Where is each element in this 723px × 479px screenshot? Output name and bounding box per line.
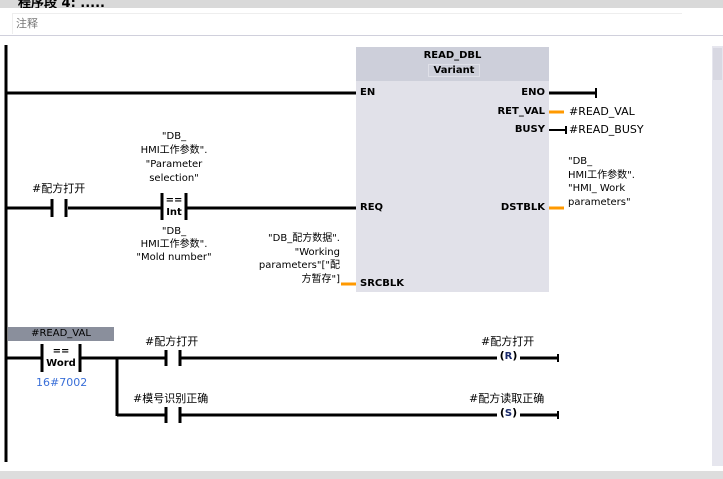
operand-line: "Parameter: [145, 159, 203, 170]
contact-mold-ok-label[interactable]: #模号识别正确: [133, 392, 209, 405]
compare-int-in1[interactable]: "DB_ HMI工作参数". "Parameter selection": [124, 130, 224, 186]
operand-line: "Mold number": [136, 252, 212, 263]
compare-int[interactable]: ==Int: [163, 195, 185, 219]
operand-line: HMI工作参数".: [568, 169, 635, 181]
pin-eno: ENO: [521, 87, 545, 98]
operand-line: parameters"["配: [258, 260, 340, 271]
coil-reset-label[interactable]: #配方打开: [481, 335, 535, 348]
contact-recipe-open-label[interactable]: #配方打开: [145, 335, 199, 348]
operand-line: "DB_配方数据".: [268, 233, 340, 244]
compare-word-in2[interactable]: 16#7002: [36, 376, 88, 389]
operand-line: "DB_: [161, 131, 187, 142]
compare-int-in2[interactable]: "DB_ HMI工作参数". "Mold number": [124, 225, 224, 264]
block-header: READ_DBL Variant: [356, 47, 549, 81]
contact-recipe-open-label[interactable]: #配方打开: [32, 182, 86, 195]
pin-dstblk: DSTBLK: [500, 202, 545, 213]
compare-type: Word: [46, 358, 76, 369]
compare-operator: ==: [165, 195, 183, 206]
operand-line: "HMI_ Work: [568, 183, 626, 194]
dstblk-operand[interactable]: "DB_ HMI工作参数". "HMI_ Work parameters": [568, 155, 635, 209]
coil-type: S: [504, 408, 513, 419]
srcblk-operand[interactable]: "DB_配方数据". "Working parameters"["配方暂存"]: [250, 232, 340, 286]
compare-word[interactable]: ==Word: [43, 346, 79, 370]
pin-en: EN: [360, 87, 376, 98]
compare-type: Int: [166, 207, 182, 218]
pin-req: REQ: [360, 202, 384, 213]
operand-line: HMI工作参数".: [140, 145, 208, 156]
operand-line: selection": [149, 173, 199, 184]
busy-operand[interactable]: #READ_BUSY: [569, 123, 644, 136]
operand-line: HMI工作参数".: [140, 239, 208, 250]
next-network-header[interactable]: [0, 471, 723, 479]
divider: [0, 35, 723, 36]
pin-busy: BUSY: [514, 124, 545, 135]
scrollbar-thumb[interactable]: [713, 48, 722, 80]
comment-field[interactable]: 注释: [12, 13, 682, 34]
operand-line: 方暂存"]: [301, 273, 340, 285]
operand-line: "DB_: [161, 226, 187, 237]
coil-type: R: [504, 351, 513, 362]
coil-set-label[interactable]: #配方读取正确: [469, 392, 545, 405]
ret-val-operand[interactable]: #READ_VAL: [569, 105, 635, 118]
operand-line: parameters": [568, 196, 631, 208]
reset-coil[interactable]: (R): [499, 349, 518, 362]
compare-operator: ==: [52, 346, 70, 357]
operand-line: "DB_: [568, 156, 593, 167]
network-title: 程序段 4: .....: [18, 0, 105, 8]
network-header[interactable]: 程序段 4: .....: [0, 0, 723, 8]
pin-srcblk: SRCBLK: [360, 278, 404, 289]
scrollbar[interactable]: [712, 46, 723, 466]
pin-ret-val: RET_VAL: [497, 106, 545, 117]
set-coil[interactable]: (S): [499, 406, 518, 419]
block-name: READ_DBL: [423, 50, 482, 61]
read-dbl-block[interactable]: READ_DBL Variant EN ENO RET_VAL BUSY REQ…: [356, 47, 549, 292]
compare-word-in1[interactable]: #READ_VAL: [8, 327, 114, 341]
operand-line: "Working: [294, 246, 340, 258]
block-type[interactable]: Variant: [428, 64, 480, 77]
